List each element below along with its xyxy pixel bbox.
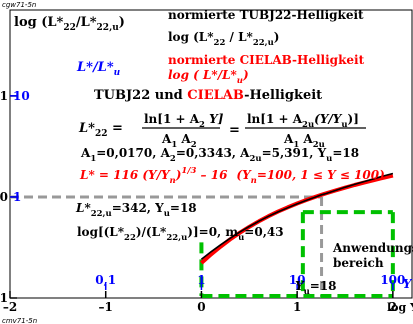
yu-label: Yu=18 [295,279,337,297]
y-tick-label: 1 [0,89,8,103]
y-tick-label: 0 [0,190,8,204]
y-tick-label: –1 [0,291,8,305]
inner-y-tick-label: 10 [13,89,30,103]
svg-text:ln[1 + A2u(Y/Yu)]: ln[1 + A2u(Y/Yu)] [247,112,359,130]
corner-top-code: cgw71-5n [2,1,36,9]
application-label-1: Anwendungs- [332,241,413,255]
x-tick-label: 2 [389,300,397,314]
legend-tubj22-title: normierte TUBJ22-Helligkeit [168,8,364,22]
x-tick-label: 0 [197,300,205,314]
constants-line: A1=0,0170, A2=0,3343, A2u=5,391, Yu=18 [80,146,359,164]
inner-y-label: L*/L*u [76,60,121,78]
x-tick-label: –1 [99,300,113,314]
inner-x-tick-label: 1 [197,273,205,287]
application-label-2: bereich [333,256,384,270]
x-axis-label: log Y [387,301,413,314]
legend-cielab-formula: log ( L*/L*u) [168,68,249,86]
x-tick-label: 1 [293,300,301,314]
inner-x-tick-label: 100 [380,273,405,287]
legend-cielab-title: normierte CIELAB-Helligkeit [168,53,365,67]
corner-bottom-code: cmv71-5n [2,317,37,324]
reference-note: L*22,u=342, Yu=18 [75,201,197,219]
svg-text:A1 A2: A1 A2 [161,132,197,150]
y-axis-label: log (L*22/L*22,u) [14,15,125,33]
tubj22-curve [200,172,394,260]
tubj22-formula: L*22 = ln[1 + A2 Y] A1 A2 = ln[1 + A2u(Y… [78,112,366,150]
svg-text:L*22 =: L*22 = [78,121,123,139]
inner-y-tick-label: 1 [13,190,21,204]
x-tick-label: –2 [3,300,17,314]
inner-x-tick-label: 0,1 [95,273,116,287]
cielab-formula: L* = 116 (Y/Yn)1/3 – 16(Yn=100, 1 ≤ Y ≤ … [79,166,385,186]
svg-text:A1 A2u: A1 A2u [283,132,325,150]
legend-tubj22-formula: log (L*22 / L*22,u) [168,30,279,48]
inner-x-tick-label: 10 [289,273,306,287]
svg-text:=: = [229,123,240,138]
formula-heading: TUBJ22 und CIELAB-Helligkeit [94,88,322,103]
curves [200,172,394,265]
normalization-note: log[(L*22)/(L*22,u)]=0, mu=0,43 [77,225,284,243]
inner-x-axis-letter: Y [403,277,413,291]
svg-text:ln[1 + A2 Y]: ln[1 + A2 Y] [144,112,224,130]
